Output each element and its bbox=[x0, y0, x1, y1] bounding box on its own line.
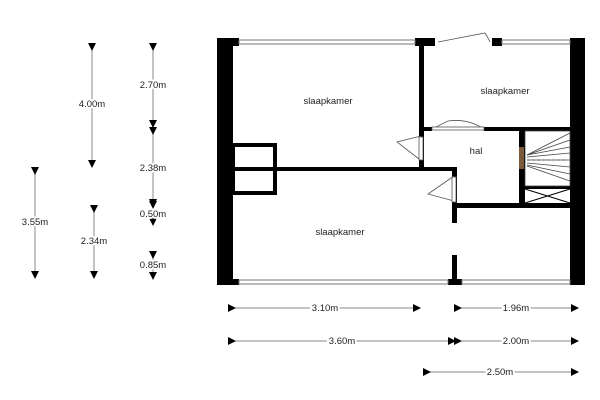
wall-between-bedrooms bbox=[419, 40, 424, 170]
dim-2-70: 2.70m bbox=[140, 80, 166, 91]
wall-pier-top-mid bbox=[415, 38, 435, 46]
wall-stair-left bbox=[519, 131, 525, 208]
staircase[interactable] bbox=[519, 130, 571, 187]
dim-1-96: 1.96m bbox=[503, 303, 529, 314]
room-label-bedroom-bottom: slaapkamer bbox=[315, 227, 364, 238]
room-label-bedroom-top-left: slaapkamer bbox=[303, 96, 352, 107]
wall-hall-top bbox=[484, 127, 577, 131]
dim-3-10: 3.10m bbox=[312, 303, 338, 314]
walls bbox=[217, 38, 585, 285]
dim-2-38: 2.38m bbox=[140, 163, 166, 174]
dim-3-60: 3.60m bbox=[329, 336, 355, 347]
window-bottom-right bbox=[461, 279, 571, 285]
room-label-hall: hal bbox=[470, 146, 483, 157]
wall-stub-bottom bbox=[452, 255, 457, 283]
door-top-right-bedroom[interactable] bbox=[437, 32, 491, 43]
door-left-bedroom[interactable] bbox=[396, 135, 422, 160]
wall-horizontal-mid bbox=[275, 167, 457, 171]
door-bottom-bedroom[interactable] bbox=[427, 175, 455, 202]
doors[interactable] bbox=[396, 32, 491, 203]
dim-0-50: 0.50m bbox=[140, 209, 166, 220]
window-top-left bbox=[238, 39, 416, 45]
dim-3-55: 3.55m bbox=[22, 217, 48, 228]
wall-corner-bl bbox=[217, 279, 239, 285]
vertical-dimensions: 4.00m 2.70m 2.38m 0.50m 0.85m 3.55m 2.34… bbox=[20, 43, 168, 280]
closet bbox=[231, 143, 277, 195]
wall-corner-tl bbox=[217, 38, 239, 46]
wall-left bbox=[217, 38, 233, 285]
dim-2-34: 2.34m bbox=[81, 236, 107, 247]
wall-hall-top-l bbox=[424, 127, 432, 131]
wall-pier-top-right bbox=[492, 38, 502, 46]
wall-right bbox=[570, 38, 585, 285]
windows bbox=[238, 39, 571, 285]
cupboard bbox=[524, 188, 571, 204]
window-bottom-left bbox=[238, 279, 449, 285]
horizontal-dimensions: 3.10m 1.96m 3.60m 2.00m 2.50m bbox=[228, 301, 579, 380]
room-label-bedroom-top-right: slaapkamer bbox=[480, 86, 529, 97]
wall-cupboard-top bbox=[525, 186, 577, 189]
dim-0-85: 0.85m bbox=[140, 260, 166, 271]
wall-hall-bottom bbox=[452, 203, 577, 208]
dim-4-00: 4.00m bbox=[79, 99, 105, 110]
dim-2-00: 2.00m bbox=[503, 336, 529, 347]
dim-2-50: 2.50m bbox=[487, 367, 513, 378]
window-top-right bbox=[501, 39, 571, 45]
